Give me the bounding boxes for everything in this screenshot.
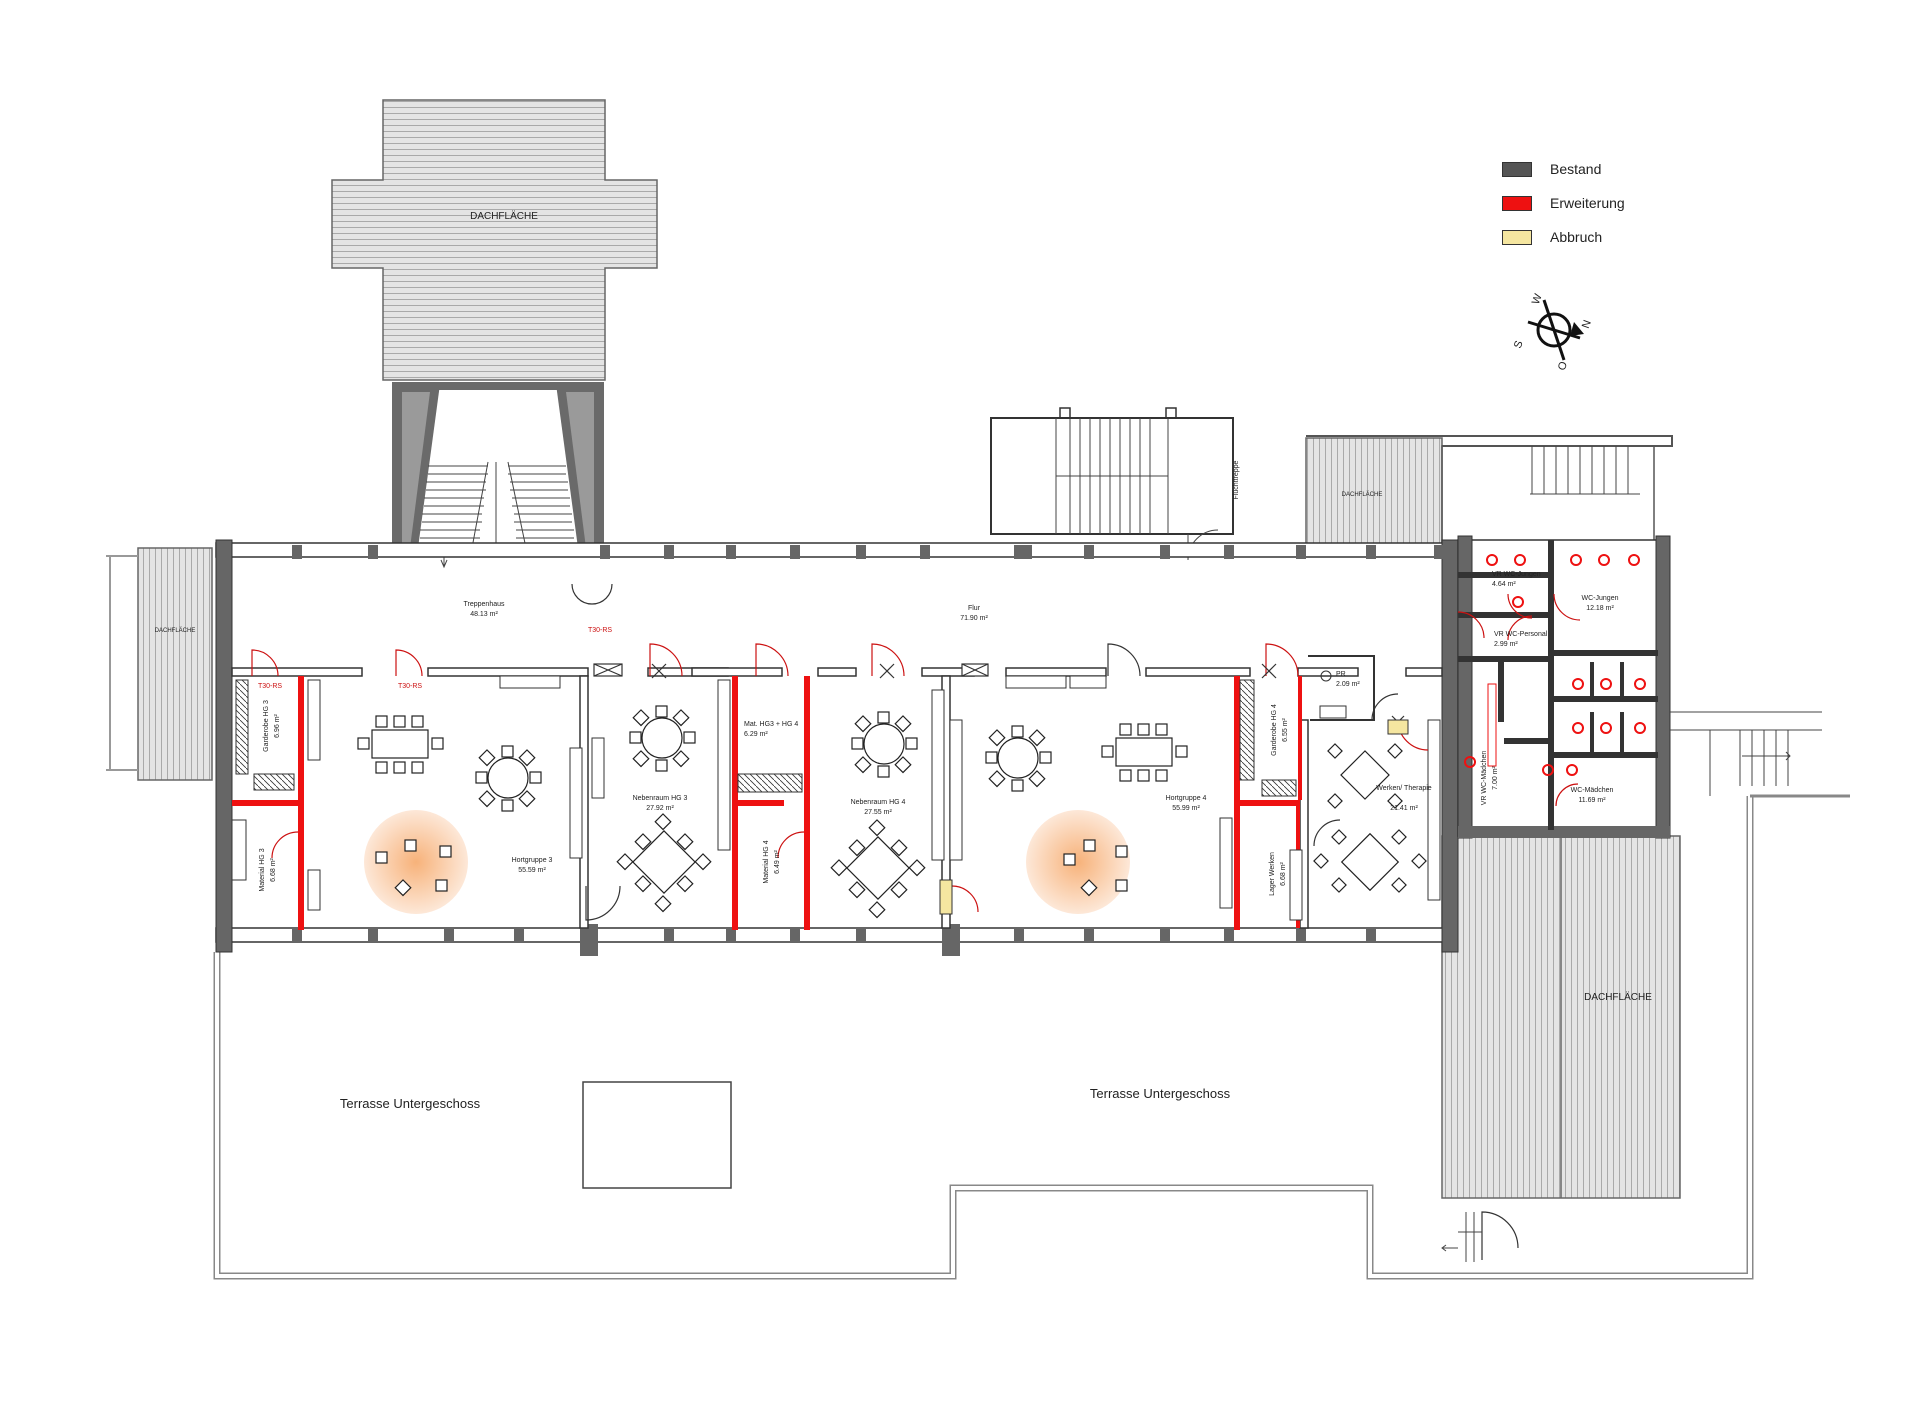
corridor-wall [231,667,1443,677]
legend-item-bestand: Bestand [1502,152,1625,186]
building-shell [215,535,1671,956]
room-material-hg4-name: Material HG 4 [763,840,770,883]
doors [251,593,1581,913]
stair-tower [392,382,604,569]
room-material-hg4-area: 6.49 m² [774,849,781,873]
roof-left [137,547,213,781]
room-vr-wc-jungen-name: VR WC-Jungen [1492,571,1541,578]
room-vr-wc-maedchen-name: VR WC-Mädchen [1481,751,1488,806]
room-hortgruppe4-area: 55.99 m² [1172,805,1200,812]
room-treppenhaus-name: Treppenhaus [464,601,505,608]
room-nebenraum-hg4-area: 27.55 m² [864,809,892,816]
compass-o: O [1556,360,1570,373]
roof-top-label: DACHFLÄCHE [470,210,538,222]
room-vr-wc-jungen-area: 4.64 m² [1492,581,1516,588]
room-vr-wc-personal-name: VR WC-Personal [1494,631,1548,638]
roof-top [331,99,658,381]
room-wc-maedchen-name: WC-Mädchen [1571,787,1614,794]
labels: DACHFLÄCHE DACHFLÄCHE DACHFLÄCHE DACHFLÄ… [155,210,1653,1111]
door-t30-b: T30-RS [398,683,422,690]
compass-icon: W N S O [1512,292,1594,372]
legend-swatch-erweiterung [1502,195,1532,211]
pr-room [1308,655,1375,721]
legend-label-bestand: Bestand [1550,161,1602,177]
room-werken-name: Werken/ Therapie [1376,785,1431,792]
door-t30-c: T30-RS [588,627,612,634]
escape-stair [990,407,1234,561]
room-garderobe-hg3-area: 6.96 m² [274,713,281,737]
escape-stair-label: Fluchttreppe [1233,460,1240,499]
balcony-stair [1530,446,1640,495]
terrace-right-label: Terrasse Untergeschoss [1090,1086,1231,1101]
legend-label-erweiterung: Erweiterung [1550,195,1625,211]
room-wc-jungen-name: WC-Jungen [1582,595,1619,602]
legend-item-erweiterung: Erweiterung [1502,186,1625,220]
room-pr-name: PR [1336,671,1346,678]
room-mat-hg34-area: 6.29 m² [744,731,768,738]
room-flur-area: 71.90 m² [960,615,988,622]
compass-s: S [1512,339,1526,350]
room-nebenraum-hg3-area: 27.92 m² [646,805,674,812]
room-treppenhaus-area: 48.13 m² [470,611,498,618]
door-t30-a: T30-RS [258,683,282,690]
room-vr-wc-maedchen-area: 7.00 m² [1492,765,1499,789]
compass-w: W [1530,292,1545,306]
compass-n: N [1580,319,1594,331]
room-garderobe-hg4-name: Garderobe HG 4 [1271,704,1278,756]
room-material-hg3-area: 6.68 m² [270,857,277,881]
sun-marker [1026,810,1130,914]
roof-left-label: DACHFLÄCHE [155,627,196,634]
room-garderobe-hg3-name: Garderobe HG 3 [263,700,270,752]
room-hortgruppe3-name: Hortgruppe 3 [512,857,553,864]
room-vr-wc-personal-area: 2.99 m² [1494,641,1518,648]
roof-right-top [1305,437,1443,555]
room-pr-area: 2.09 m² [1336,681,1360,688]
legend: Bestand Erweiterung Abbruch [1502,152,1625,254]
furniture [357,705,1427,919]
room-hortgruppe4-name: Hortgruppe 4 [1166,795,1207,802]
room-wc-jungen-area: 12.18 m² [1586,605,1614,612]
room-lager-werken-name: Lager Werken [1269,852,1276,896]
room-nebenraum-hg4-name: Nebenraum HG 4 [851,799,906,806]
room-material-hg3-name: Material HG 3 [259,848,266,891]
roof-left-rail [106,555,138,771]
sanitary-walls [1458,540,1658,830]
legend-label-abbruch: Abbruch [1550,229,1603,245]
room-garderobe-hg4-area: 6.55 m² [1282,717,1289,741]
legend-swatch-bestand [1502,161,1532,177]
room-walls [232,675,1309,930]
room-mat-hg34-name: Mat. HG3 + HG 4 [744,721,798,728]
roof-right-bottom-label: DACHFLÄCHE [1584,991,1652,1003]
roof-right-top-label: DACHFLÄCHE [1342,491,1383,498]
terrace-left-label: Terrasse Untergeschoss [340,1096,481,1111]
room-nebenraum-hg3-name: Nebenraum HG 3 [633,795,688,802]
legend-swatch-abbruch [1502,229,1532,245]
room-werken-area: 21.41 m² [1390,805,1418,812]
terrace-outline [213,794,1850,1280]
room-hortgruppe3-area: 55.59 m² [518,867,546,874]
room-wc-maedchen-area: 11.69 m² [1578,797,1606,804]
room-lager-werken-area: 6.68 m² [1280,861,1287,885]
legend-item-abbruch: Abbruch [1502,220,1625,254]
sanitary-fixtures [1464,554,1646,776]
room-flur-name: Flur [968,605,981,612]
